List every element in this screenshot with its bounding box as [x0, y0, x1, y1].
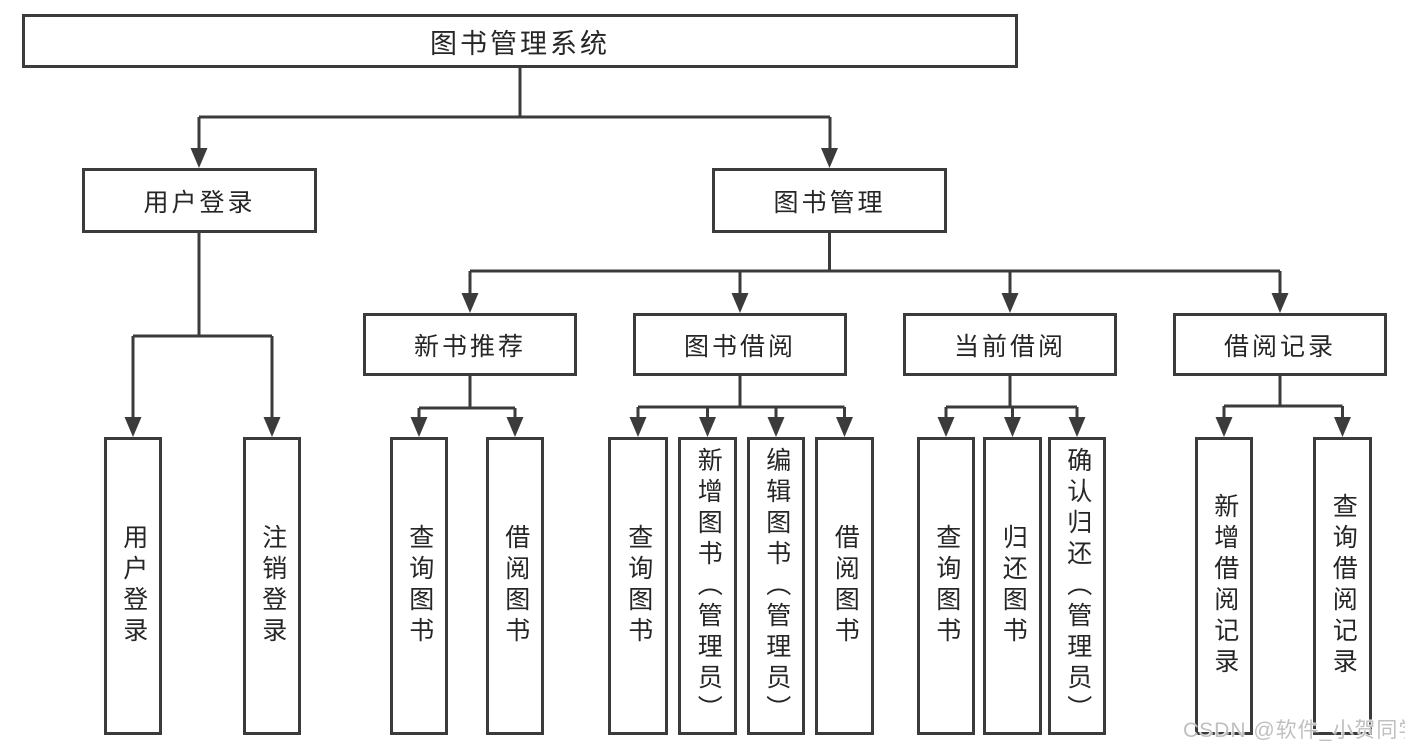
node-leaf-borrow-books-2: 借阅图书 — [815, 437, 874, 735]
node-leaf-query-books-1: 查询图书 — [390, 437, 448, 735]
node-leaf-user-login: 用户登录 — [104, 437, 162, 735]
node-library-management-system: 图书管理系统 — [22, 14, 1018, 68]
node-leaf-return-book: 归还图书 — [983, 437, 1042, 735]
node-borrowing-records: 借阅记录 — [1173, 313, 1387, 376]
node-leaf-confirm-return-admin: 确认归还（管理员） — [1048, 437, 1106, 735]
node-book-management: 图书管理 — [712, 168, 947, 233]
node-leaf-borrow-books-1: 借阅图书 — [486, 437, 544, 735]
csdn-watermark: CSDN @软件_小贺同学 — [1183, 719, 1405, 742]
node-leaf-query-books-3: 查询图书 — [917, 437, 975, 735]
node-leaf-add-book-admin: 新增图书（管理员） — [678, 437, 737, 735]
node-leaf-query-borrow-record: 查询借阅记录 — [1313, 437, 1372, 735]
node-book-borrowing: 图书借阅 — [633, 313, 847, 376]
node-leaf-logout: 注销登录 — [243, 437, 301, 735]
node-leaf-add-borrow-record: 新增借阅记录 — [1195, 437, 1253, 735]
node-leaf-query-books-2: 查询图书 — [608, 437, 668, 735]
node-user-login: 用户登录 — [82, 168, 317, 233]
node-leaf-edit-book-admin: 编辑图书（管理员） — [747, 437, 805, 735]
node-current-borrowing: 当前借阅 — [903, 313, 1117, 376]
node-new-book-recommend: 新书推荐 — [363, 313, 577, 376]
